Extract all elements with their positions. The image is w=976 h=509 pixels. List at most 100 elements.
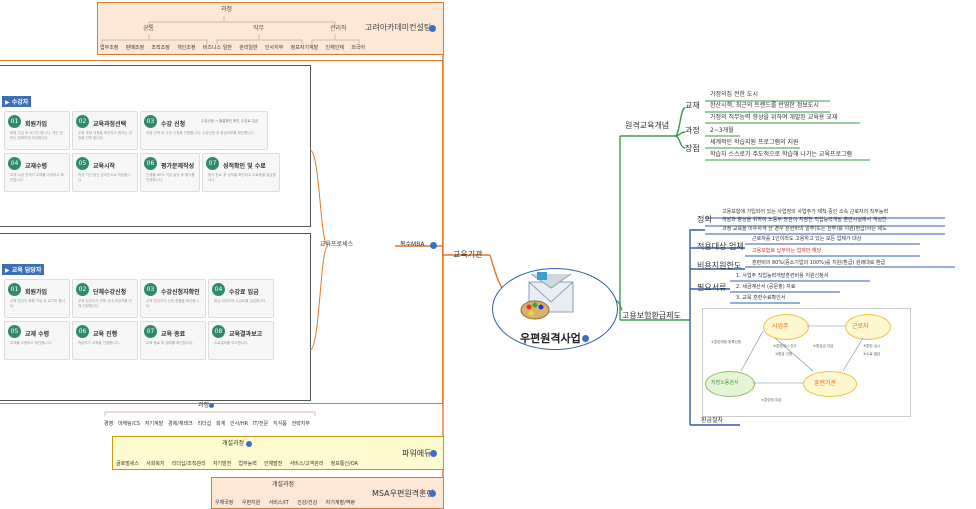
msa-item[interactable]: 우편지원 (242, 499, 260, 506)
target-label[interactable]: 적용대상 업체 (697, 243, 744, 251)
process-card: 04 교재수령 교재 수령 전까지 교재를 수령하고 확인합니다. (4, 153, 70, 192)
msa-item[interactable]: 우체국정 (215, 499, 233, 506)
goal-item[interactable]: 한산시책, 최근의 트렌드를 반영한 정보도시 (710, 103, 819, 109)
process-card: 04 수강료 입금 환급 대상자의 수강료를 입금합니다. (208, 279, 274, 318)
step-title: 교육시작 (93, 161, 115, 170)
boksu-item[interactable]: 자기계발 (145, 420, 163, 427)
msa-item[interactable]: 서비스/IT (269, 499, 289, 506)
link-icon[interactable] (246, 441, 252, 447)
envelope-icon (515, 270, 585, 330)
kyoyuk-gigwan-label[interactable]: 교육기관 (453, 251, 482, 259)
step-number: 04 (212, 283, 225, 296)
boksu-item[interactable]: 경영 (104, 420, 113, 427)
gwajeong-item[interactable]: 2~3개월 (710, 128, 734, 134)
link-icon[interactable] (430, 242, 437, 249)
goal-label[interactable]: 교재 (685, 102, 700, 110)
docs-label[interactable]: 필요서류 (697, 284, 726, 292)
msa-item[interactable]: 자기계발/역량 (326, 499, 355, 506)
target-item: 고용보험료 납부하는 업체만 해당 (752, 249, 821, 254)
wongyeok-label[interactable]: 원격교육개념 (625, 122, 669, 130)
step-desc: 교육 종료 후 결과를 확인합니다. (146, 341, 202, 346)
msa-label[interactable]: MSA우편원격훈련 (372, 490, 434, 498)
step-desc: 교육 담당자 회원 가입 후 로그인 합니다. (10, 299, 66, 309)
link-icon[interactable] (429, 25, 436, 32)
power-item[interactable]: 사회복지 (146, 460, 164, 467)
step-desc: 환급 대상자의 수강료를 입금합니다. (214, 299, 270, 304)
process-card: 01 회원가입 회원 가입 후 로그인 합니다. 개인 정보는 정확하게 작성합… (4, 111, 70, 150)
boksu-item[interactable]: 회계 (216, 420, 225, 427)
power-item[interactable]: 업무능력 (238, 460, 256, 467)
boksu-item[interactable]: 경제/재테크 (168, 420, 193, 427)
step-title: 수강신청자확인 (161, 287, 200, 296)
gwajeong-label[interactable]: 과정 (685, 127, 700, 135)
diagram-arrows (703, 309, 910, 416)
link-icon[interactable] (582, 335, 589, 342)
korea-item[interactable]: 판매조정 (126, 44, 144, 51)
korea-item[interactable]: 인사지부 (265, 44, 283, 51)
step-desc: 평가 완료 후 성적을 확인하고 수료증을 발급합니다. (208, 173, 276, 183)
boksu-item[interactable]: 전략지부 (292, 420, 310, 427)
korea-item[interactable]: 개인조정 (177, 44, 195, 51)
boksu-item[interactable]: 마케팅/CS (118, 420, 140, 427)
step-title: 성적확인 및 수료 (223, 161, 266, 170)
msa-header: 개설과정 (272, 482, 294, 488)
korea-item[interactable]: 비즈니스 일반 (203, 44, 232, 51)
jangjeom-item[interactable]: 학습자 스스로가 주도적으로 학습해 나가는 교육프로그램 (710, 152, 852, 158)
process-card: 08 교육결과보고 수료결과를 보고합니다. (208, 321, 274, 360)
boksu-item[interactable]: 리더십 (197, 420, 211, 427)
step-title: 교육과정선택 (93, 119, 126, 128)
step-number: 06 (76, 325, 89, 338)
manager-process-panel: ▶ 교육 담당자 01 회원가입 교육 담당자 회원 가입 후 로그인 합니다.… (0, 233, 311, 401)
diagram-note: ③환급 신청 (775, 353, 792, 357)
jangjeom-label[interactable]: 장점 (685, 145, 700, 153)
korea-item[interactable]: 인재인재 (326, 44, 344, 51)
link-icon[interactable] (209, 403, 214, 408)
jeongui-line: 개발과 향상을 위하여 노동부 장관이 지정한 직업능력개발 훈련시설에서 개설… (722, 218, 887, 223)
step-number: 02 (76, 283, 89, 296)
jeongui-line: 고용보험에 가입되어 있는 사업장의 사업주가 재직 중인 소속 근로자의 직무… (722, 210, 888, 215)
jangjeom-item[interactable]: 세계적인 학습지원 프로그램의 지원 (710, 140, 799, 146)
step-number: 02 (76, 115, 89, 128)
jeongui-label[interactable]: 정의 (697, 216, 712, 224)
power-label[interactable]: 파워에듀 (402, 450, 431, 458)
korea-item[interactable]: 관리일반 (239, 44, 257, 51)
process-card: 03 수강 신청 수강신청 → 출결확인 확인 수강료 입금 과정 선택 후 수… (140, 111, 268, 150)
process-card: 02 단체수강신청 교육 담당자가 전체 사내 희망자를 단체 신청합니다. (72, 279, 138, 318)
korea-item[interactable]: 정보자기계발 (291, 44, 319, 51)
docs-item: 1. 사업주 직업능력개발훈련비용 지원신청서 (736, 274, 828, 279)
korea-items: 업무조정 판매조정 조직조정 개인조정 비즈니스 일반 관리일반 인사지부 정보… (100, 44, 365, 51)
korea-item[interactable]: 외국어 (351, 44, 365, 51)
power-item[interactable]: 리더십/조직관리 (172, 460, 206, 467)
msa-item[interactable]: 건강/건강 (297, 499, 317, 506)
boksu-item[interactable]: IT/전문 (253, 420, 268, 427)
process-card: 07 교육 종료 교육 종료 후 결과를 확인합니다. (140, 321, 206, 360)
process-card: 05 교육시작 학습 기간 동안 온라인으로 학습합니다. (72, 153, 138, 192)
step-flow2: 수강료 입금 (241, 120, 258, 124)
goyong-label[interactable]: 고용보험환급제도 (622, 312, 681, 320)
link-icon[interactable] (429, 490, 436, 497)
goal-item[interactable]: 가정의 직무능력 향상을 위하여 개발된 교육용 교재 (710, 115, 837, 121)
refund-diagram: 사업주 근로자 지방노동관서 훈련기관 ①훈련과정 등록신청 ②훈련개시 신고 … (702, 308, 911, 417)
power-item[interactable]: 정보통신/OA (331, 460, 358, 467)
korea-item[interactable]: 조직조정 (151, 44, 169, 51)
diagram-note: ⑥수료 발급 (863, 353, 880, 357)
power-item[interactable]: 서비스/고객관리 (290, 460, 324, 467)
central-title[interactable]: 우편원격사업 (520, 333, 581, 344)
boksu-item[interactable]: 인사/HR (230, 420, 248, 427)
step-desc: 과정 선택 후 수강 신청을 진행합니다. 수강신청 후 환급여부를 확인합니다… (146, 131, 256, 136)
power-item[interactable]: 자기발전 (213, 460, 231, 467)
boksu-label[interactable]: 복수MBA (400, 242, 424, 248)
step-desc: 교육 담당자가 전체 사내 희망자를 단체 신청합니다. (78, 299, 134, 309)
link-icon[interactable] (430, 450, 437, 457)
korea-item[interactable]: 업무조정 (100, 44, 118, 51)
goal-item[interactable]: 가정의집 전한 도시 (710, 92, 758, 98)
korea-label[interactable]: 고려아카데미컨설팅 (365, 24, 431, 32)
power-item[interactable]: 인재발전 (264, 460, 282, 467)
power-item[interactable]: 글로벌세스 (116, 460, 139, 467)
boksu-item[interactable]: 지식품 (273, 420, 287, 427)
process-label[interactable]: 교육프로세스 (320, 242, 353, 248)
process-card: 03 수강신청자확인 교육 담당자가 신청 현황을 확인합니다. (140, 279, 206, 318)
cost-label[interactable]: 비용지원한도 (697, 262, 741, 270)
step-desc: 학습자가 교육을 진행합니다. (78, 341, 134, 346)
refund-label[interactable]: 환급절차 (701, 418, 723, 424)
